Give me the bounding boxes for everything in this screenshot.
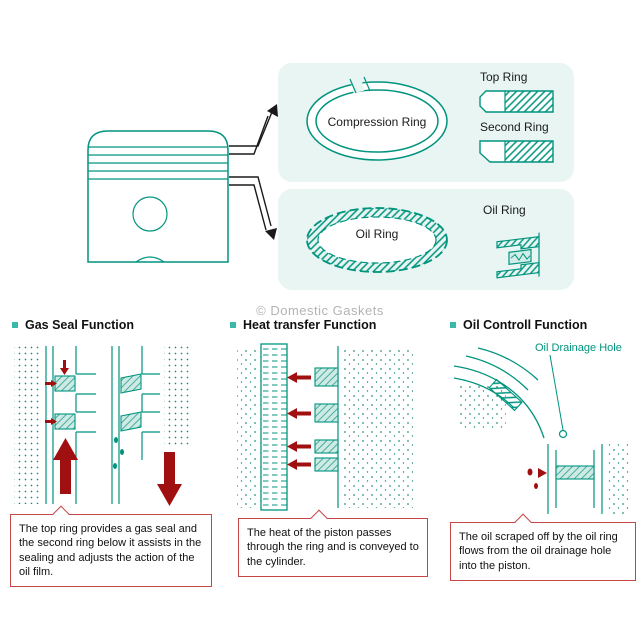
heat-transfer-caption: The heat of the piston passes through th… — [247, 527, 419, 568]
gas-seal-caption: The top ring provides a gas seal and the… — [19, 523, 202, 578]
oil-ring-section-label: Oil Ring — [483, 203, 526, 217]
section-bullet-icon — [12, 322, 18, 328]
gas-seal-caption-box: The top ring provides a gas seal and the… — [10, 505, 212, 588]
arrow-to-compression-panel-icon — [229, 111, 273, 155]
annotation-leader-line — [549, 354, 564, 431]
oil-droplets-icon — [113, 437, 124, 469]
left-cylinder-walls — [45, 346, 96, 504]
watermark: © Domestic Gaskets — [256, 303, 384, 318]
top-ring-label: Top Ring — [480, 70, 528, 84]
oil-drainage-hole-label: Oil Drainage Hole — [535, 342, 622, 354]
top-ring-cross-section — [479, 90, 554, 113]
arrow-to-oil-panel-icon — [229, 176, 272, 231]
gas-seal-header: Gas Seal Function — [12, 318, 134, 332]
heat-transfer-diagram — [237, 343, 413, 511]
oil-drainage-hole-icon — [558, 429, 568, 439]
compression-ring-art — [306, 76, 448, 161]
oil-ring-label: Oil Ring — [355, 227, 399, 241]
heat-transfer-header: Heat transfer Function — [230, 318, 376, 332]
oil-ring-art — [306, 207, 448, 273]
oil-control-header: Oil Controll Function — [450, 318, 587, 332]
piston-details — [88, 146, 228, 263]
oil-ring-cross-section — [496, 232, 540, 279]
gas-seal-diagram — [14, 346, 190, 506]
second-ring-cross-section — [479, 140, 554, 163]
scraped-oil-drops-icon — [527, 468, 547, 489]
heat-transfer-title: Heat transfer Function — [243, 318, 377, 332]
heat-flow-arrows-icon — [287, 372, 311, 470]
oil-ring-in-groove — [488, 378, 523, 412]
gas-seal-up-arrow-icon — [53, 438, 78, 494]
compression-ring-label: Compression Ring — [327, 115, 427, 129]
right-cylinder-walls — [111, 346, 160, 504]
gas-seal-title: Gas Seal Function — [25, 318, 135, 332]
section-bullet-icon — [230, 322, 236, 328]
heat-transfer-caption-box: The heat of the piston passes through th… — [238, 509, 428, 577]
arrow-heads — [265, 104, 278, 240]
oil-control-caption-box: The oil scraped off by the oil ring flow… — [450, 513, 636, 581]
oil-control-caption: The oil scraped off by the oil ring flow… — [459, 531, 618, 572]
section-bullet-icon — [450, 322, 456, 328]
oil-film-down-arrow-icon — [157, 452, 182, 506]
gas-pressure-arrows-icon — [45, 360, 69, 425]
piston-illustration — [87, 104, 278, 263]
piston-body — [87, 130, 229, 263]
second-ring-label: Second Ring — [480, 120, 549, 134]
ring-end-gap — [349, 76, 365, 94]
oil-control-title: Oil Controll Function — [463, 318, 588, 332]
oil-control-diagram — [453, 347, 630, 514]
